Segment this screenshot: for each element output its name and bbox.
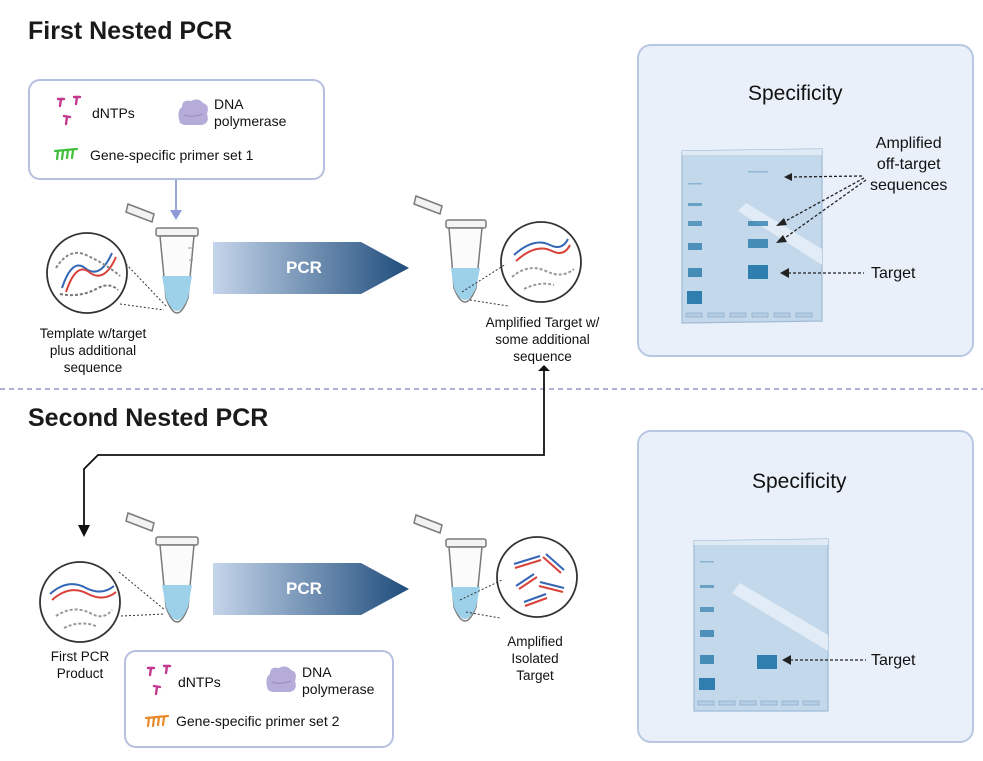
dntp-icon — [56, 95, 82, 126]
polymerase-icon — [266, 666, 296, 692]
polymerase-label: DNA polymerase — [214, 96, 287, 129]
template-caption: Template w/target plus additional sequen… — [39, 326, 147, 375]
second-reagent-box: dNTPs DNA polymerase Gene-specific prime… — [124, 650, 394, 748]
primer-label: Gene-specific primer set 2 — [176, 713, 340, 729]
output-caption: Amplified Isolated Target — [507, 634, 563, 683]
target-label: Target — [871, 265, 916, 282]
gel-icon — [681, 148, 823, 324]
offtarget-pointers — [776, 173, 867, 243]
first-reagent-box: dNTPs DNA polymerase Gene-specific prime… — [28, 79, 325, 180]
dna-strands-icon — [496, 536, 578, 618]
reagent-to-tube-arrow — [170, 180, 182, 220]
input-caption: First PCR Product — [50, 649, 110, 681]
tube-callout-lines — [118, 571, 166, 617]
section-divider — [0, 388, 983, 390]
offtarget-label: Amplified off-target sequences — [870, 135, 948, 194]
target-pointer — [782, 655, 866, 665]
target-label: Target — [871, 652, 916, 669]
dntp-icon — [146, 664, 172, 696]
primer-icon — [53, 147, 79, 161]
tube-callout-lines — [459, 579, 503, 619]
primer-label: Gene-specific primer set 1 — [90, 147, 254, 163]
tube-icon — [413, 194, 487, 303]
tube-callout-lines — [119, 263, 167, 311]
tube-icon — [125, 511, 199, 623]
panel-title: Specificity — [748, 82, 843, 105]
dntps-label: dNTPs — [92, 105, 135, 121]
second-section-title: Second Nested PCR — [28, 404, 269, 432]
panel-title: Specificity — [752, 470, 847, 493]
tube-callout-lines — [461, 263, 509, 307]
pcr-arrow — [213, 242, 409, 294]
tube-icon — [125, 202, 199, 314]
first-section-title: First Nested PCR — [28, 17, 233, 45]
amplified-caption: Amplified Target w/ some additional sequ… — [485, 315, 600, 364]
flow-arrow — [78, 365, 550, 537]
pcr-label: PCR — [286, 258, 322, 277]
dntps-label: dNTPs — [178, 674, 221, 690]
pcr-arrow — [213, 563, 409, 615]
dna-strands-icon — [500, 221, 582, 303]
tube-icon — [413, 513, 487, 622]
gel-icon — [693, 538, 829, 712]
dna-strands-icon — [46, 232, 128, 314]
polymerase-icon — [178, 99, 208, 125]
polymerase-label: DNA polymerase — [302, 664, 375, 697]
pcr-label: PCR — [286, 579, 322, 598]
dna-strands-icon — [39, 561, 121, 643]
target-pointer — [780, 268, 864, 278]
primer-icon — [144, 714, 170, 728]
